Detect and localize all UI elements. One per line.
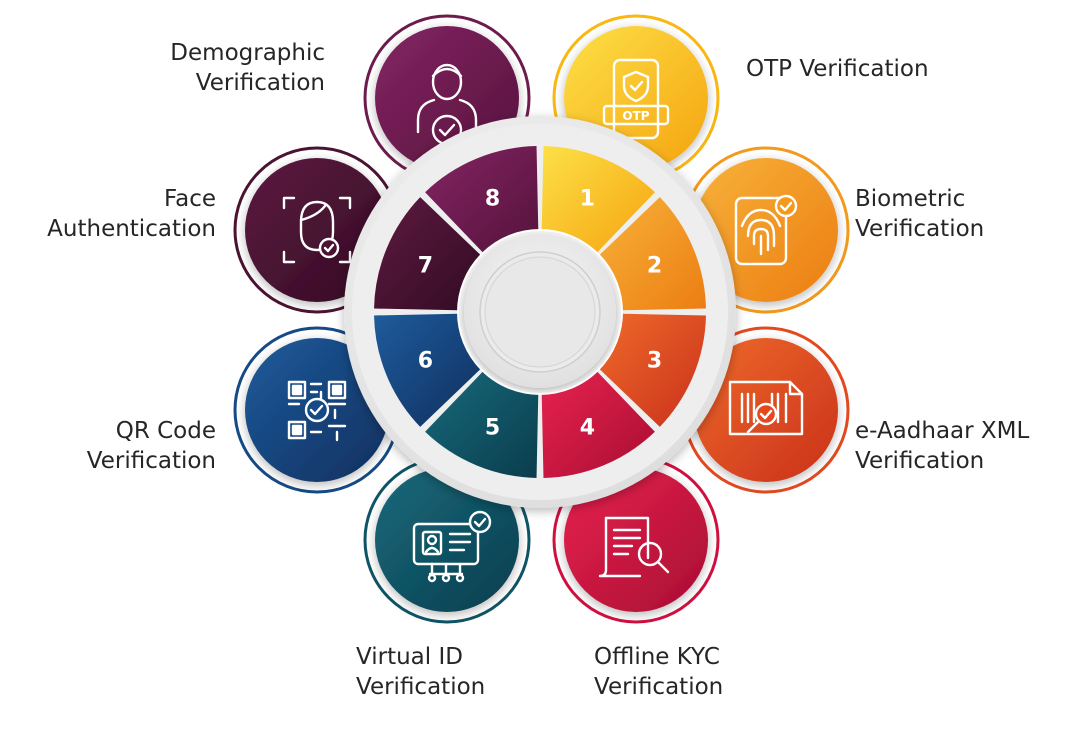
- label-3-line1: e-Aadhaar XML: [855, 418, 1030, 444]
- segment-number-6: 6: [418, 348, 433, 373]
- label-6: QR Code Verification: [87, 416, 216, 476]
- central-wheel: 1 2 3 4 5 6 7 8: [344, 116, 736, 508]
- segment-5: [425, 371, 539, 478]
- label-2-line1: Biometric: [855, 186, 966, 212]
- xml-document-icon: [728, 380, 804, 436]
- segment-7: [374, 197, 481, 311]
- label-4: Offline KYC Verification: [594, 642, 723, 702]
- segment-number-1: 1: [580, 186, 595, 211]
- segment-number-7: 7: [418, 254, 433, 279]
- svg-text:OTP: OTP: [622, 109, 649, 123]
- label-2: Biometric Verification: [855, 184, 984, 244]
- wheel-segments: 1 2 3 4 5 6 7 8: [374, 146, 706, 478]
- id-card-icon: [412, 510, 492, 583]
- label-4-line1: Offline KYC: [594, 644, 720, 670]
- label-5-line2: Verification: [356, 674, 486, 700]
- label-7-line2: Authentication: [47, 216, 216, 242]
- segment-1: [541, 146, 655, 253]
- label-7-line1: Face: [163, 186, 216, 212]
- segment-number-2: 2: [647, 254, 662, 279]
- label-3: e-Aadhaar XML Verification: [855, 416, 1029, 476]
- segment-number-8: 8: [485, 186, 500, 211]
- label-4-line2: Verification: [594, 674, 724, 700]
- label-3-line2: Verification: [855, 448, 985, 474]
- face-scan-icon: [282, 196, 352, 264]
- label-5-line1: Virtual ID: [356, 644, 463, 670]
- segment-number-3: 3: [647, 348, 662, 373]
- qr-code-icon: [287, 380, 347, 442]
- fingerprint-icon: [734, 194, 798, 266]
- label-7: Face Authentication: [47, 184, 216, 244]
- otp-phone-icon: OTP: [602, 58, 670, 140]
- segment-2: [599, 197, 706, 311]
- document-search-icon: [598, 516, 670, 578]
- segment-4: [541, 371, 655, 478]
- segment-3: [599, 313, 706, 427]
- label-1: OTP Verification: [746, 54, 929, 84]
- label-2-line2: Verification: [855, 216, 985, 242]
- label-8: Demographic Verification: [170, 38, 325, 98]
- segment-6: [374, 313, 481, 427]
- segment-number-4: 4: [580, 416, 595, 441]
- segment-number-5: 5: [485, 416, 500, 441]
- label-6-line2: Verification: [86, 448, 216, 474]
- label-5: Virtual ID Verification: [356, 642, 485, 702]
- label-6-line1: QR Code: [115, 418, 216, 444]
- label-8-line2: Verification: [195, 70, 325, 96]
- segment-8: [425, 146, 539, 253]
- label-8-line1: Demographic: [170, 40, 325, 66]
- label-1-line1: OTP Verification: [746, 56, 929, 82]
